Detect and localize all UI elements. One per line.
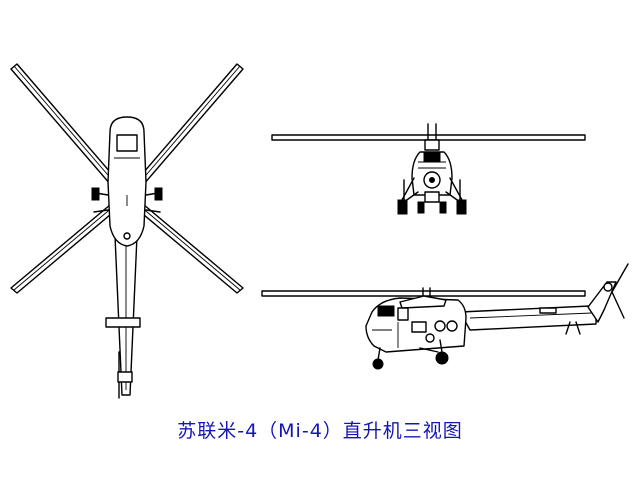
top-view-rotor xyxy=(10,63,244,294)
side-view-fuselage xyxy=(365,295,467,353)
top-view-tail-boom xyxy=(105,235,141,399)
top-view-fuselage xyxy=(91,116,163,247)
front-view-rotor xyxy=(271,123,586,151)
side-view xyxy=(261,263,629,370)
side-view-tail xyxy=(459,263,629,335)
top-view xyxy=(10,63,244,399)
front-view-landing-gear xyxy=(397,177,467,215)
front-view xyxy=(271,123,586,215)
front-view-fuselage xyxy=(411,151,453,203)
drawing-caption: 苏联米-4（Mi-4）直升机三视图 xyxy=(177,420,463,442)
side-view-landing-gear xyxy=(372,339,449,370)
